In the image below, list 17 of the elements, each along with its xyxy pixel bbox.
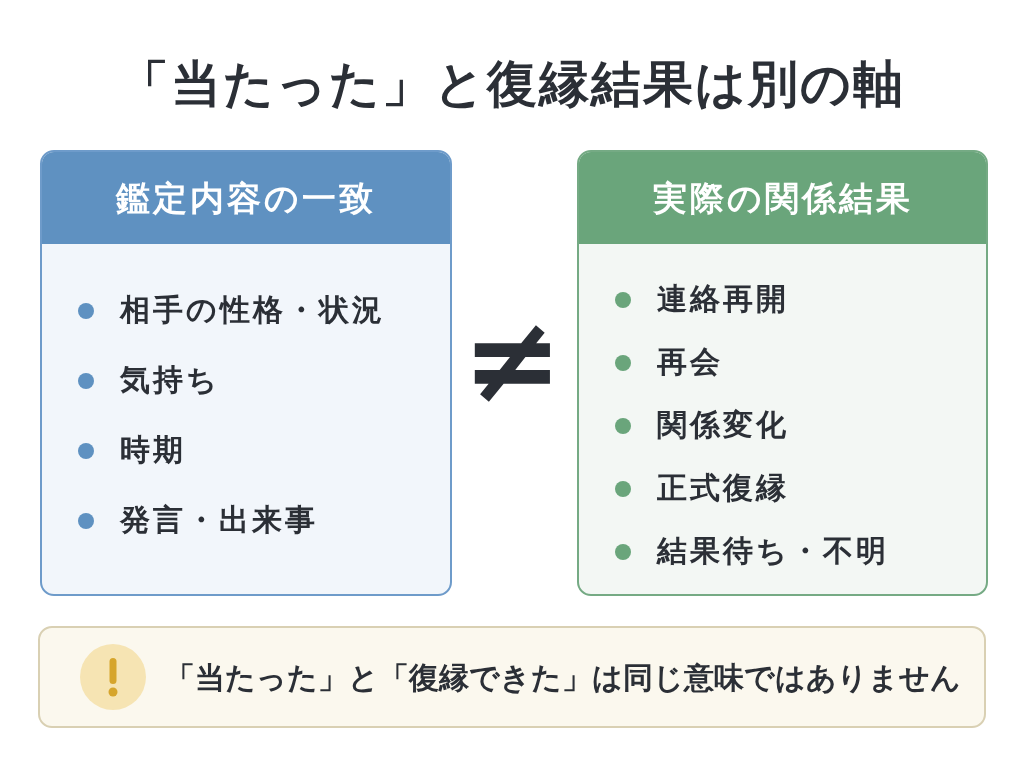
list-item: 正式復縁 — [657, 469, 789, 507]
note-box — [38, 626, 986, 728]
category-card — [577, 150, 988, 596]
list-item: 気持ち — [120, 361, 220, 399]
list-item: 発言・出来事 — [120, 501, 318, 539]
list-item: 連絡再開 — [657, 280, 789, 318]
list-item: 再会 — [657, 343, 723, 381]
list-item: 結果待ち・不明 — [657, 532, 889, 570]
list-item: 関係変化 — [657, 406, 789, 444]
category-card — [40, 150, 452, 596]
note-text: 「当たった」と「復縁できた」は同じ意味ではありません — [165, 659, 961, 697]
list-item: 時期 — [120, 431, 186, 469]
not-equal-sign: ≠ — [462, 300, 562, 420]
card-heading: 実際の関係結果 — [651, 177, 914, 220]
diagram-title: 「当たった」と復縁結果は別の軸 — [118, 54, 906, 115]
list-item: 相手の性格・状況 — [120, 291, 385, 329]
card-heading: 鑑定内容の一致 — [114, 177, 377, 220]
